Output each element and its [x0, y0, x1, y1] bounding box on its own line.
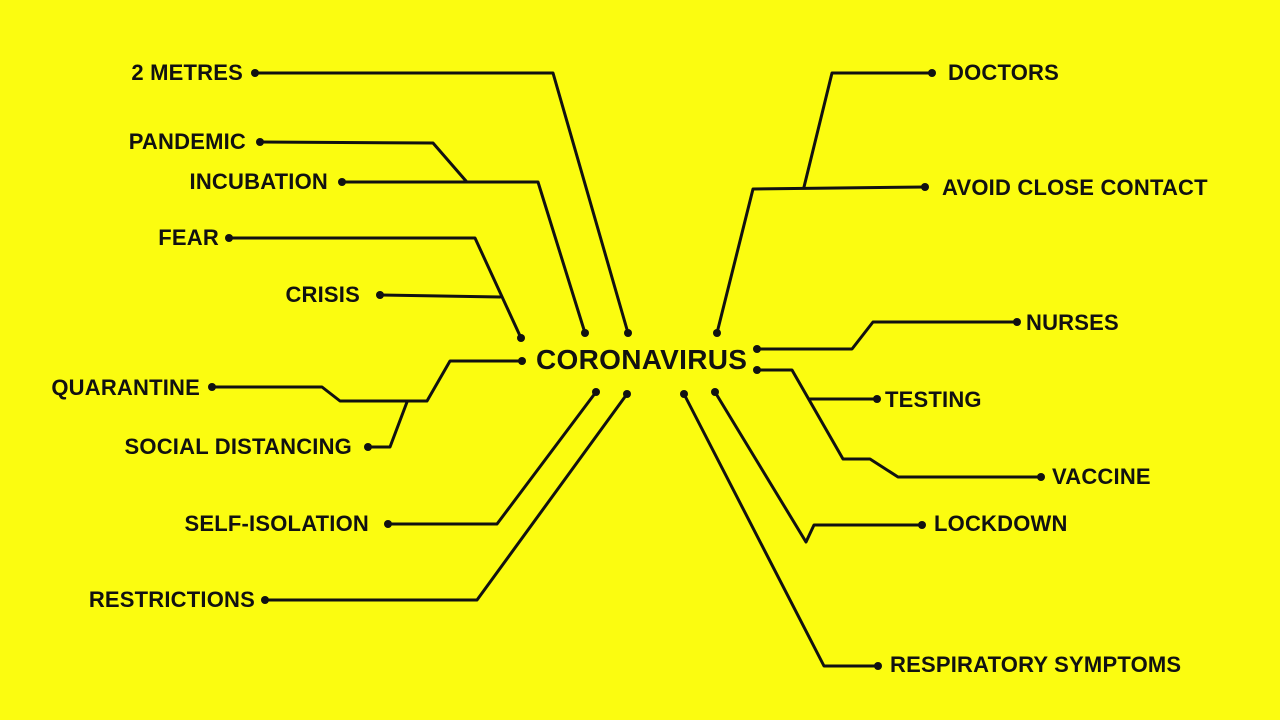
connector-restrictions [261, 390, 631, 604]
term-fear: FEAR [158, 225, 219, 250]
term-incubation: INCUBATION [189, 169, 328, 194]
term-2-metres: 2 METRES [131, 60, 243, 85]
term-social-distancing: SOCIAL DISTANCING [124, 434, 352, 459]
center-label-coronavirus: CORONAVIRUS [536, 344, 748, 375]
connector-testing [808, 395, 881, 403]
connector-nurses [753, 318, 1021, 353]
connector-social-distancing [364, 400, 409, 451]
connector-fear [225, 234, 525, 342]
term-testing: TESTING [885, 387, 982, 412]
term-doctors: DOCTORS [948, 60, 1060, 85]
connector-2-metres [251, 69, 632, 337]
term-self-isolation: SELF-ISOLATION [184, 511, 369, 536]
term-crisis: CRISIS [285, 282, 360, 307]
term-restrictions: RESTRICTIONS [88, 587, 255, 612]
term-lockdown: LOCKDOWN [934, 511, 1068, 536]
connector-avoid-close-contact [713, 183, 929, 337]
connector-doctors [802, 69, 936, 189]
connector-vaccine [753, 366, 1045, 481]
term-nurses: NURSES [1026, 310, 1119, 335]
connector-quarantine [208, 357, 526, 403]
term-quarantine: QUARANTINE [51, 375, 200, 400]
term-respiratory-symptoms: RESPIRATORY SYMPTOMS [890, 652, 1182, 677]
connector-incubation [338, 178, 589, 337]
connector-respiratory-symptoms [680, 390, 882, 670]
connector-pandemic [256, 138, 468, 183]
term-vaccine: VACCINE [1052, 464, 1151, 489]
connector-lockdown [711, 388, 926, 544]
connector-self-isolation [384, 388, 600, 528]
term-pandemic: PANDEMIC [128, 129, 246, 154]
term-avoid-close-contact: AVOID CLOSE CONTACT [942, 175, 1208, 200]
connector-crisis [376, 291, 502, 299]
